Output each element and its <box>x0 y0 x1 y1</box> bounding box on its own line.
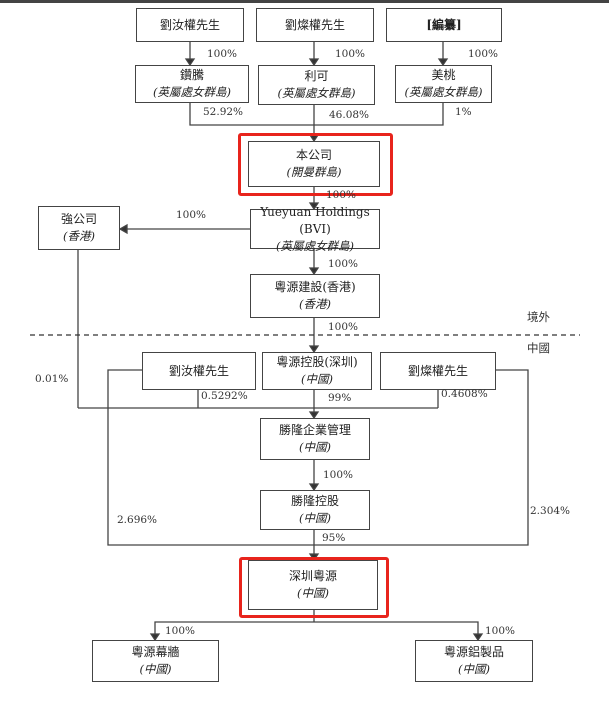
node-name: 劉汝權先生 <box>168 363 229 378</box>
pct-label: 100% <box>335 48 366 60</box>
node-name: 粵源鋁製品 <box>443 645 504 659</box>
node-li-ke: 利可 (英屬處女群島) <box>258 65 375 105</box>
pct-label: 100% <box>328 258 359 270</box>
node-yueyuan-bvi: Yueyuan Holdings (BVI) (英屬處女群島) <box>250 205 380 253</box>
node-name: 劉汝權先生 <box>159 17 220 32</box>
top-border <box>0 0 609 3</box>
node-place: (中國) <box>139 662 172 676</box>
pct-label: 100% <box>485 625 516 637</box>
node-name: 粵源幕牆 <box>131 645 180 659</box>
node-yueyuan-construction: 粵源建設(香港) (香港) <box>250 274 380 318</box>
node-name: 勝隆控股 <box>290 494 339 508</box>
pct-label: 100% <box>468 48 499 60</box>
pct-label: 0.01% <box>35 373 69 385</box>
pct-label: 52.92% <box>203 106 244 118</box>
pct-label: 100% <box>328 321 359 333</box>
node-company: 本公司 (開曼群島) <box>248 141 380 187</box>
region-china-label: 中國 <box>527 341 550 355</box>
node-place: (中國) <box>299 440 331 454</box>
node-place: (英屬處女群島) <box>276 238 354 253</box>
node-name: 劉燦權先生 <box>407 363 468 378</box>
pct-label: 46.08% <box>329 109 370 121</box>
node-redacted: [編纂] <box>386 8 502 42</box>
node-name: 粵源建設(香港) <box>274 280 356 294</box>
node-name: 勝隆企業管理 <box>278 423 351 437</box>
pct-label: 99% <box>328 392 352 404</box>
pct-label: 100% <box>323 469 354 481</box>
pct-label: 100% <box>165 625 196 637</box>
node-yueyuan-aluminum: 粵源鋁製品 (中國) <box>415 640 533 682</box>
node-qiang: 強公司 (香港) <box>38 206 120 250</box>
pct-label: 100% <box>176 209 207 221</box>
pct-label: 100% <box>326 189 357 201</box>
node-place: (香港) <box>299 297 331 311</box>
pct-label: 95% <box>322 532 346 544</box>
node-place: (中國) <box>297 586 329 600</box>
node-shenglong-mgmt: 勝隆企業管理 (中國) <box>260 418 370 460</box>
highlight-shenzhen-yueyuan <box>239 557 389 618</box>
node-yueyuan-curtain: 粵源幕牆 (中國) <box>92 640 219 682</box>
node-liu-can-quan-cn: 劉燦權先生 <box>380 352 496 390</box>
node-name: 粵源控股(深圳) <box>276 355 358 369</box>
node-name: 利可 <box>304 69 329 83</box>
node-place: (開曼群島) <box>286 165 342 179</box>
node-liu-ru-quan-cn: 劉汝權先生 <box>142 352 256 390</box>
pct-label: 0.5292% <box>201 390 248 402</box>
node-place: (中國) <box>458 662 490 676</box>
node-name: 美桃 <box>431 68 456 82</box>
pct-label: 1% <box>455 106 472 118</box>
node-name: Yueyuan Holdings (BVI) <box>260 204 370 236</box>
node-liu-can-quan-top: 劉燦權先生 <box>256 8 374 42</box>
node-place: (英屬處女群島) <box>404 85 483 99</box>
pct-label: 100% <box>207 48 238 60</box>
node-name: 劉燦權先生 <box>284 17 345 32</box>
node-name: [編纂] <box>426 17 462 32</box>
node-shenzhen-yueyuan: 深圳粵源 (中國) <box>248 560 378 610</box>
node-shenglong-holding: 勝隆控股 (中國) <box>260 490 370 530</box>
node-place: (中國) <box>301 372 333 386</box>
pct-label: 0.4608% <box>441 388 488 400</box>
pct-label: 2.696% <box>117 514 158 526</box>
node-name: 強公司 <box>60 212 97 226</box>
node-name: 鑽騰 <box>179 68 204 82</box>
region-offshore-label: 境外 <box>527 310 550 324</box>
node-yueyuan-holding-sz: 粵源控股(深圳) (中國) <box>262 352 372 390</box>
node-place: (香港) <box>63 229 95 243</box>
node-place: (英屬處女群島) <box>153 85 231 99</box>
node-place: (英屬處女群島) <box>277 86 356 100</box>
pct-label: 2.304% <box>530 505 571 517</box>
node-name: 本公司 <box>295 148 332 162</box>
node-zuan-teng: 鑽騰 (英屬處女群島) <box>135 65 249 103</box>
node-place: (中國) <box>299 511 331 525</box>
highlight-company <box>238 133 393 196</box>
node-liu-ru-quan-top: 劉汝權先生 <box>136 8 244 42</box>
node-mei-tao: 美桃 (英屬處女群島) <box>395 65 492 103</box>
node-name: 深圳粵源 <box>288 569 337 583</box>
